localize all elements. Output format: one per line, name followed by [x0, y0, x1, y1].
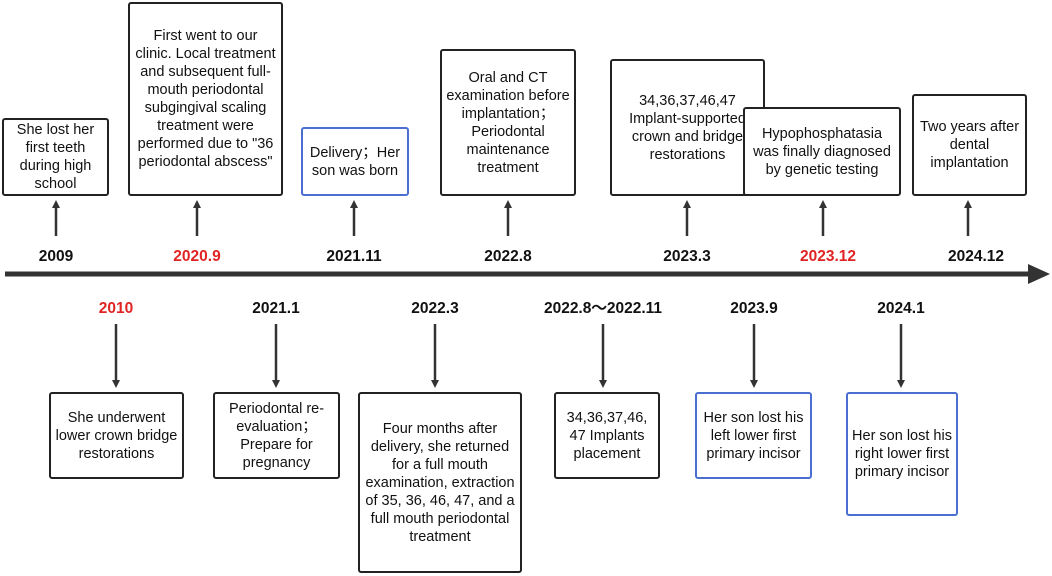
event-box-above-5: Hypophosphatasia was finally diagnosed b…	[743, 107, 901, 196]
date-above-2: 2021.11	[326, 248, 382, 265]
date-below-3: 2022.8～2022.11	[543, 300, 663, 317]
event-box-below-0: She underwent lower crown bridge restora…	[49, 392, 184, 479]
date-above-4: 2023.3	[663, 248, 711, 265]
date-above-3: 2022.8	[484, 248, 532, 265]
event-box-above-3: Oral and CT examination before implantat…	[440, 49, 576, 196]
event-box-below-5: Her son lost his right lower first prima…	[846, 392, 958, 516]
event-box-above-1: First went to our clinic. Local treatmen…	[128, 2, 283, 196]
date-below-2: 2022.3	[411, 300, 459, 317]
event-box-below-3: 34,36,37,46, 47 Implants placement	[554, 392, 660, 479]
date-above-0: 2009	[38, 248, 74, 265]
event-box-below-1: Periodontal re-evaluation；Prepare for pr…	[213, 392, 340, 479]
event-box-above-6: Two years after dental implantation	[912, 94, 1027, 196]
date-below-5: 2024.1	[877, 300, 925, 317]
timeline-arrowhead	[1028, 264, 1050, 284]
event-box-below-4: Her son lost his left lower first primar…	[695, 392, 812, 479]
date-below-4: 2023.9	[730, 300, 778, 317]
date-below-1: 2021.1	[252, 300, 300, 317]
event-box-below-2: Four months after delivery, she returned…	[358, 392, 522, 573]
date-above-6: 2024.12	[947, 248, 1005, 265]
date-above-1: 2020.9	[173, 248, 221, 265]
event-box-above-2: Delivery；Her son was born	[301, 127, 409, 196]
event-box-above-4: 34,36,37,46,47 Implant-supported crown a…	[610, 59, 765, 196]
date-below-0: 2010	[98, 300, 134, 317]
event-box-above-0: She lost her first teeth during high sch…	[2, 118, 109, 196]
date-above-5: 2023.12	[799, 248, 857, 265]
